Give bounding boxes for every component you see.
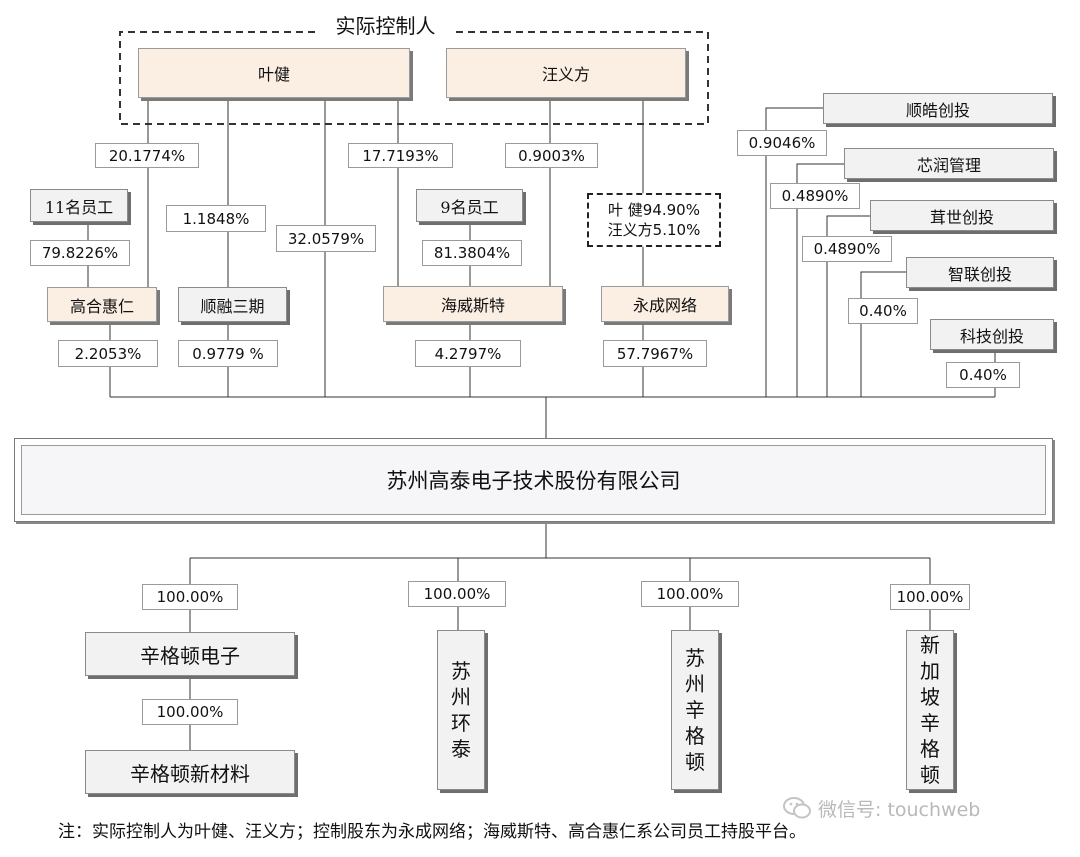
pct-keji-company: 0.40% — [946, 362, 1020, 388]
pct-gaohe-company: 2.2053% — [58, 340, 158, 367]
suzhou-xingedun-box: 苏 州 辛 格 顿 — [671, 630, 719, 790]
xinrun-box: 芯润管理 — [844, 148, 1054, 179]
char: 苏 — [451, 659, 471, 683]
yongcheng-holders-box: 叶 健94.90% 汪义方5.10% — [587, 193, 721, 247]
eleven-staff-box: 11名员工 — [30, 189, 128, 222]
pct-xinrun-company: 0.4890% — [770, 183, 860, 209]
pct-staff9-haiwei: 81.3804% — [422, 240, 522, 266]
char: 加 — [920, 659, 940, 683]
char: 坡 — [920, 685, 940, 709]
pct-haiwei-company: 4.2797% — [415, 340, 521, 367]
char: 辛 — [685, 698, 705, 722]
footnote: 注：实际控制人为叶健、汪义方；控制股东为永成网络；海威斯特、高合惠仁系公司员工持… — [58, 822, 806, 842]
char: 环 — [451, 711, 471, 735]
pct-shunhao-company: 0.9046% — [737, 130, 827, 156]
char: 州 — [451, 685, 471, 709]
actual-controller-title: 实际控制人 — [335, 13, 436, 38]
char: 格 — [685, 724, 705, 748]
pct-ye-haiwei: 17.7193% — [348, 143, 453, 168]
pct-ye-gaohe: 20.1774% — [95, 143, 199, 168]
gaohe-box: 高合惠仁 — [47, 287, 157, 322]
char: 新 — [920, 633, 940, 657]
char: 辛 — [920, 711, 940, 735]
company-name: 苏州高泰电子技术股份有限公司 — [21, 445, 1046, 515]
pct-ye-shunrong: 1.1848% — [166, 205, 266, 232]
pct-staff11-gaohe: 79.8226% — [30, 240, 130, 266]
shunhao-box: 顺皓创投 — [823, 93, 1053, 124]
pct-singapore-xingedun: 100.00% — [890, 584, 970, 610]
xingedun-box: 辛格顿电子 — [85, 632, 295, 676]
pct-xingedun: 100.00% — [142, 584, 238, 610]
pct-shunrong-company: 0.9779 % — [178, 340, 278, 367]
pct-qianshi-company: 0.4890% — [802, 236, 892, 262]
pct-zhilian-company: 0.40% — [848, 298, 918, 324]
controller-ye-jian: 叶健 — [138, 48, 410, 98]
pct-wang-haiwei: 0.9003% — [505, 143, 598, 168]
haiweisite-box: 海威斯特 — [383, 286, 563, 322]
controller-wang-yifang: 汪义方 — [446, 48, 686, 98]
pct-ye-company: 32.0579% — [276, 225, 376, 252]
qianshi-box: 茸世创投 — [870, 200, 1054, 231]
yongcheng-holder-wang: 汪义方5.10% — [607, 221, 701, 239]
company-frame: 苏州高泰电子技术股份有限公司 — [14, 438, 1053, 522]
controller-frame — [119, 31, 709, 125]
char: 苏 — [685, 646, 705, 670]
watermark-text: 微信号: touchweb — [818, 798, 981, 821]
char: 顿 — [685, 750, 705, 774]
char: 州 — [685, 672, 705, 696]
char: 顿 — [920, 763, 940, 787]
wechat-icon — [783, 797, 811, 819]
keji-box: 科技创投 — [930, 319, 1054, 350]
pct-suzhou-xingedun: 100.00% — [641, 581, 739, 607]
nine-staff-box: 9名员工 — [416, 189, 523, 222]
yongcheng-holder-ye: 叶 健94.90% — [608, 201, 700, 219]
pct-yongcheng-company: 57.7967% — [603, 340, 707, 367]
suzhou-huantai-box: 苏 州 环 泰 — [437, 630, 485, 790]
char: 泰 — [451, 737, 471, 761]
yongcheng-box: 永成网络 — [601, 286, 729, 322]
zhilian-box: 智联创投 — [906, 257, 1054, 288]
pct-xingedun-material: 100.00% — [142, 699, 238, 725]
shunrong-box: 顺融三期 — [178, 287, 287, 322]
xingedun-material-box: 辛格顿新材料 — [85, 750, 295, 794]
wechat-watermark: 微信号: touchweb — [782, 793, 1072, 823]
char: 格 — [920, 737, 940, 761]
singapore-xingedun-box: 新 加 坡 辛 格 顿 — [906, 630, 954, 790]
pct-suzhou-huantai: 100.00% — [408, 581, 506, 607]
